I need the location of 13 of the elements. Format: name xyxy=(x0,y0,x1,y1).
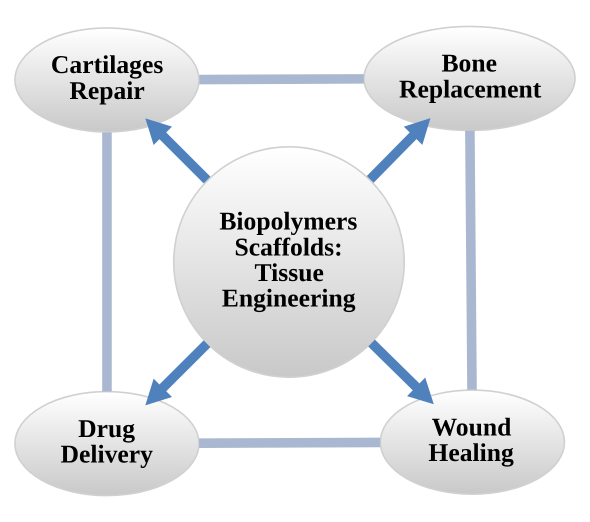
arrow xyxy=(368,340,434,404)
node-ellipse: Drug Delivery xyxy=(14,390,200,496)
node-ellipse: Cartilages Repair xyxy=(14,27,200,133)
arrow xyxy=(145,340,210,406)
connector xyxy=(465,130,477,390)
arrow xyxy=(145,118,210,184)
connector xyxy=(199,74,364,84)
node-ellipse: Wound Healing xyxy=(380,389,566,495)
connector xyxy=(102,132,112,392)
arrow xyxy=(366,118,430,183)
connector xyxy=(199,438,380,448)
node-ellipse: Bone Replacement xyxy=(363,26,576,132)
node-circle: Biopolymers Scaffolds: Tissue Engineering xyxy=(172,146,406,378)
